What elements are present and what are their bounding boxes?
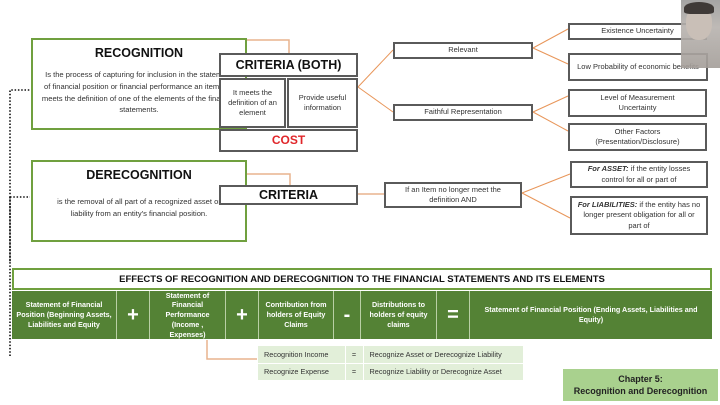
connector-relevant-existence <box>532 28 569 49</box>
recognition-definition: Is the process of capturing for inclusio… <box>41 70 237 115</box>
effects-title-text: EFFECTS OF RECOGNITION AND DERECOGNITION… <box>119 273 605 285</box>
term-beginning-position: Statement of Financial Position (Beginni… <box>12 291 117 339</box>
operator-plus: + <box>226 291 259 339</box>
operator-plus: + <box>117 291 150 339</box>
derecognition-criteria-header: CRITERIA <box>219 185 358 205</box>
legend-row: Recognition Income = Recognize Asset or … <box>258 346 523 364</box>
derecognition-box: DERECOGNITION is the removal of all part… <box>31 160 247 242</box>
derecognition-title: DERECOGNITION <box>86 168 192 182</box>
term-ending-position: Statement of Financial Position (Ending … <box>484 305 698 324</box>
criteria-meets-definition: It meets the definition of an element <box>219 78 286 128</box>
connector-performance-legend <box>206 340 257 360</box>
measurement-uncertainty-label: Level of Measurement Uncertainty <box>600 92 675 112</box>
other-factors-box: Other Factors (Presentation/Disclosure) <box>568 123 707 151</box>
recognition-criteria-title: CRITERIA (BOTH) <box>235 57 342 72</box>
derecognition-criteria-title: CRITERIA <box>258 187 319 202</box>
legend-left: Recognize Expense <box>258 363 345 381</box>
other-factors-label: Other Factors (Presentation/Disclosure) <box>595 126 680 146</box>
criteria-meets-definition-text: It meets the definition of an element <box>228 87 277 118</box>
cost-label: COST <box>271 133 306 148</box>
recognition-criteria-header: CRITERIA (BOTH) <box>219 53 358 77</box>
recognition-box: RECOGNITION Is the process of capturing … <box>31 38 247 130</box>
liabilities-case-text: For LIABILITIES: if the entity has no lo… <box>576 200 702 230</box>
existence-uncertainty-box: Existence Uncertainty <box>568 23 707 40</box>
connector-condition-asset <box>521 173 571 194</box>
legend-right: Recognize Asset or Derecognize Liability <box>363 346 523 364</box>
legend-right: Recognize Liability or Derecognize Asset <box>363 363 523 381</box>
legend-left: Recognition Income <box>258 346 345 364</box>
cost-constraint: COST <box>219 129 358 152</box>
connector-useful-relevant <box>357 49 394 88</box>
liabilities-case-box: For LIABILITIES: if the entity has no lo… <box>570 196 708 235</box>
legend-equals: = <box>344 363 364 381</box>
legend-row: Recognize Expense = Recognize Liability … <box>258 363 523 381</box>
connector-condition-liabilities <box>521 192 571 219</box>
liabilities-case-label: For LIABILITIES: <box>577 200 638 210</box>
chapter-number: Chapter 5: <box>618 373 663 384</box>
chapter-title: Recognition and Derecognition <box>573 386 708 396</box>
legend-equals: = <box>344 346 364 364</box>
connector-faithful-measure <box>532 95 569 113</box>
relevant-label: Relevant <box>448 45 478 55</box>
asset-case-box: For ASSET: if the entity losses control … <box>570 161 708 188</box>
connector-faithful-other <box>532 111 569 132</box>
asset-case-label: For ASSET: <box>587 164 629 174</box>
operator-minus: - <box>334 291 361 339</box>
relevant-box: Relevant <box>393 42 533 59</box>
criteria-useful-information: Provide useful information <box>287 78 358 128</box>
condition-label: If an Item no longer meet the definition… <box>405 184 501 204</box>
term-financial-performance: Statement of Financial Performance (Inco… <box>150 291 226 339</box>
operator-equals: = <box>437 291 470 339</box>
connector-derecognition-criteria <box>247 173 291 185</box>
effects-title: EFFECTS OF RECOGNITION AND DERECOGNITION… <box>12 268 712 290</box>
low-probability-label: Low Probability of economic benefits <box>577 61 699 71</box>
connector-useful-faithful <box>357 86 394 113</box>
term-contribution: Contribution from holders of Equity Clai… <box>259 291 334 339</box>
presenter-hair <box>684 2 714 14</box>
condition-box: If an Item no longer meet the definition… <box>384 182 522 208</box>
asset-case-text: For ASSET: if the entity losses control … <box>576 164 702 184</box>
term-distributions: Distributions to holders of equity claim… <box>361 291 437 339</box>
faithful-representation-box: Faithful Representation <box>393 104 533 121</box>
criteria-useful-information-text: Provide useful information <box>298 92 347 112</box>
faithful-representation-label: Faithful Representation <box>424 107 502 117</box>
asset-case-desc: if the entity losses control for all or … <box>601 164 691 184</box>
measurement-uncertainty-box: Level of Measurement Uncertainty <box>568 89 707 117</box>
recognition-title: RECOGNITION <box>94 46 184 60</box>
derecognition-definition: is the removal of all part of a recogniz… <box>57 197 221 218</box>
existence-uncertainty-label: Existence Uncertainty <box>601 26 674 36</box>
income-expense-legend: Recognition Income = Recognize Asset or … <box>258 346 523 381</box>
chapter-label: Chapter 5: Recognition and Derecognition <box>563 369 718 401</box>
connector-relevant-lowprob <box>532 47 569 65</box>
liabilities-case-desc: if the entity has no longer present obli… <box>583 200 701 230</box>
connector-recognition-criteria <box>247 39 290 53</box>
effects-equation: Statement of Financial Position (Beginni… <box>12 291 712 339</box>
